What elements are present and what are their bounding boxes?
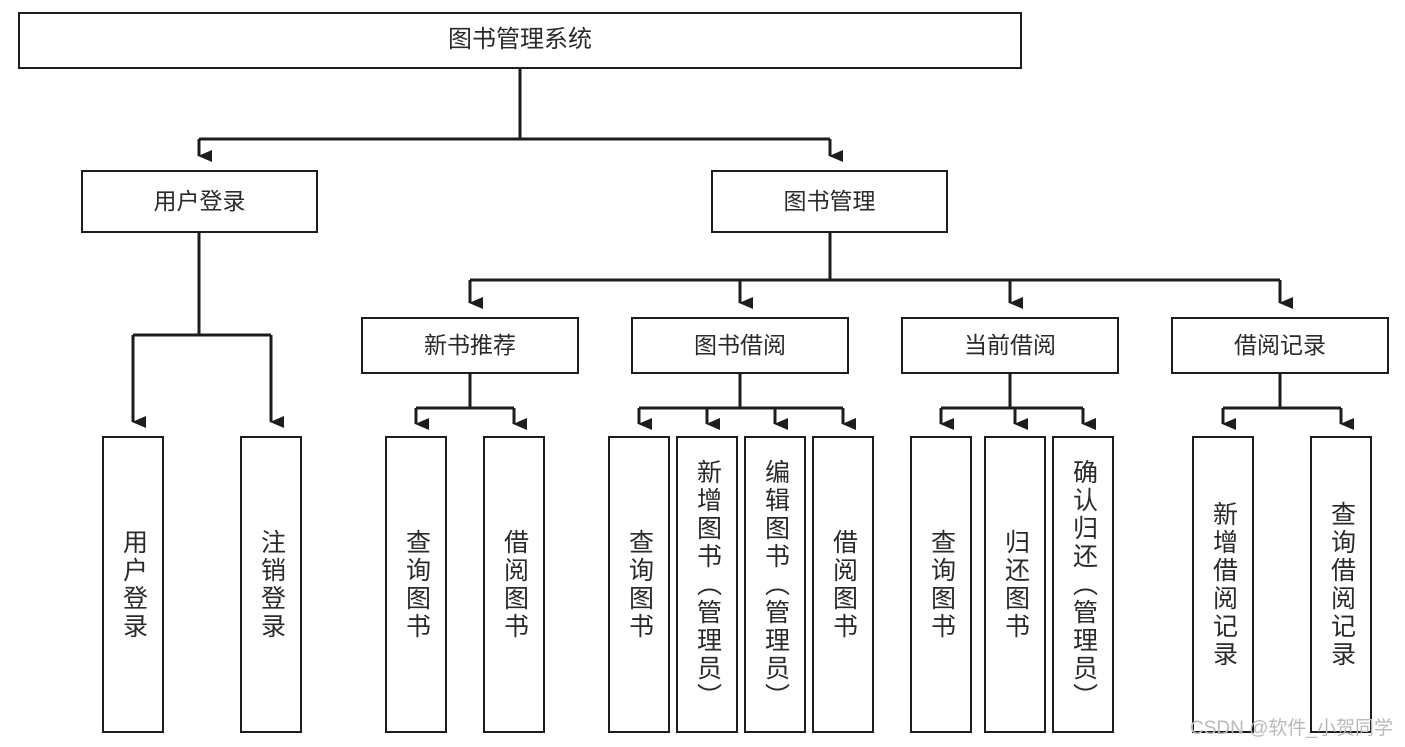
edge-root-to-level2	[197, 69, 843, 162]
leaf-query-borrow-record[interactable]: 查询借阅记录	[1310, 436, 1372, 733]
leaf-user-login-label: 用户登录	[119, 528, 148, 641]
node-book-management[interactable]: 图书管理	[711, 170, 948, 233]
leaf-add-borrow-record-label: 新增借阅记录	[1209, 500, 1238, 669]
leaf-edit-book-admin[interactable]: 编辑图书（管理员）	[744, 436, 806, 733]
edge-new-book-to-leaves	[414, 374, 527, 430]
leaf-borrow-book-label: 借阅图书	[829, 528, 858, 641]
leaf-query-book-current[interactable]: 查询图书	[910, 436, 972, 733]
node-root[interactable]: 图书管理系统	[18, 12, 1022, 69]
leaf-edit-book-admin-label: 编辑图书（管理员）	[761, 458, 790, 711]
node-new-book-recommend[interactable]: 新书推荐	[361, 317, 579, 374]
node-book-borrow-label: 图书借阅	[694, 331, 786, 358]
leaf-add-book-admin-label: 新增图书（管理员）	[693, 458, 722, 711]
leaf-query-book-borrow[interactable]: 查询图书	[608, 436, 670, 733]
node-user-login[interactable]: 用户登录	[81, 170, 318, 233]
leaf-query-book-recommend-label: 查询图书	[402, 528, 431, 641]
node-borrow-record[interactable]: 借阅记录	[1171, 317, 1389, 374]
leaf-query-book-recommend[interactable]: 查询图书	[385, 436, 447, 733]
leaf-user-login[interactable]: 用户登录	[102, 436, 164, 733]
leaf-query-book-current-label: 查询图书	[927, 528, 956, 641]
leaf-query-book-borrow-label: 查询图书	[625, 528, 654, 641]
leaf-return-book-label: 归还图书	[1001, 528, 1030, 641]
edge-current-borrow-to-leaves	[939, 374, 1096, 430]
leaf-query-borrow-record-label: 查询借阅记录	[1327, 500, 1356, 669]
node-current-borrow-label: 当前借阅	[964, 331, 1056, 358]
edge-user-login-to-leaves	[131, 233, 284, 428]
leaf-borrow-book-recommend-label: 借阅图书	[500, 528, 529, 641]
node-book-borrow[interactable]: 图书借阅	[631, 317, 849, 374]
leaf-logout[interactable]: 注销登录	[240, 436, 302, 733]
node-user-login-label: 用户登录	[153, 187, 246, 214]
edge-book-borrow-to-leaves	[637, 374, 856, 430]
leaf-return-book[interactable]: 归还图书	[984, 436, 1046, 733]
watermark: CSDN @软件_小贺同学	[1190, 718, 1393, 739]
leaf-add-borrow-record[interactable]: 新增借阅记录	[1192, 436, 1254, 733]
node-root-label: 图书管理系统	[448, 26, 592, 54]
node-current-borrow[interactable]: 当前借阅	[901, 317, 1119, 374]
node-new-book-recommend-label: 新书推荐	[424, 331, 516, 358]
leaf-add-book-admin[interactable]: 新增图书（管理员）	[676, 436, 738, 733]
leaf-logout-label: 注销登录	[257, 528, 286, 641]
edge-book-manage-to-level3	[468, 233, 1293, 309]
leaf-borrow-book[interactable]: 借阅图书	[812, 436, 874, 733]
leaf-confirm-return-admin[interactable]: 确认归还（管理员）	[1052, 436, 1114, 733]
edge-borrow-record-to-leaves	[1221, 374, 1354, 430]
leaf-borrow-book-recommend[interactable]: 借阅图书	[483, 436, 545, 733]
node-book-management-label: 图书管理	[783, 187, 876, 214]
leaf-confirm-return-admin-label: 确认归还（管理员）	[1069, 458, 1098, 711]
node-borrow-record-label: 借阅记录	[1234, 331, 1326, 358]
